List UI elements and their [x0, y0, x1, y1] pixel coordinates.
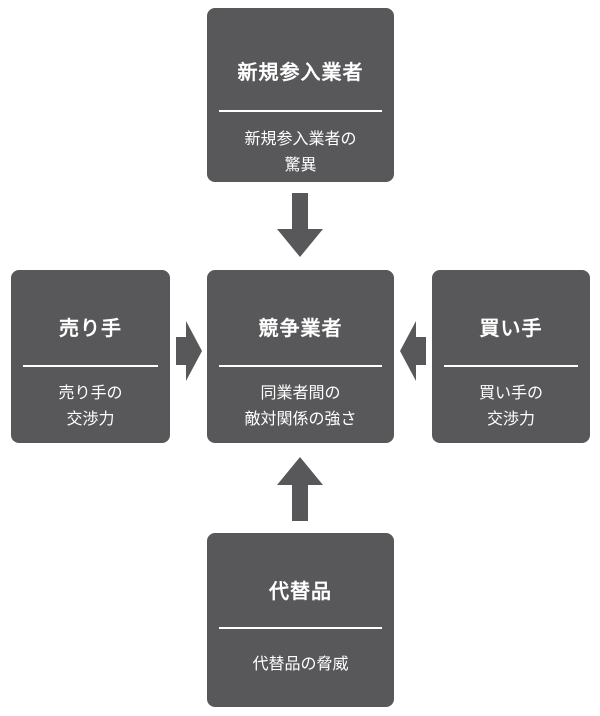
competitors-description-line-1: 同業者間の [260, 383, 341, 402]
arrow-left-icon [400, 321, 426, 381]
buyers-description-line-2: 交渉力 [486, 409, 535, 428]
substitutes-divider [219, 627, 382, 629]
suppliers-divider [23, 365, 158, 367]
new-entrants-description: 新規参入業者の 驚異 [207, 126, 394, 178]
competitors-title: 競争業者 [258, 316, 343, 340]
arrow-right-icon [176, 321, 202, 381]
new-entrants-box: 新規参入業者 新規参入業者の 驚異 [207, 8, 394, 182]
competitors-description: 同業者間の 敵対関係の強さ [207, 380, 394, 432]
buyers-description-line-1: 買い手の [478, 383, 543, 402]
suppliers-description-line-1: 売り手の [58, 383, 123, 402]
buyers-divider [444, 365, 578, 367]
competitors-box: 競争業者 同業者間の 敵対関係の強さ [207, 270, 394, 443]
competitors-description-line-2: 敵対関係の強さ [244, 409, 357, 428]
substitutes-box: 代替品 代替品の脅威 [207, 533, 394, 707]
new-entrants-title: 新規参入業者 [237, 60, 364, 84]
new-entrants-divider [219, 110, 382, 112]
buyers-title: 買い手 [479, 316, 543, 340]
competitors-divider [219, 365, 382, 367]
substitutes-description: 代替品の脅威 [207, 651, 394, 677]
new-entrants-description-line-2: 驚異 [284, 155, 317, 174]
arrow-up-icon [277, 457, 323, 521]
suppliers-box: 売り手 売り手の 交渉力 [11, 270, 170, 443]
substitutes-title: 代替品 [269, 579, 332, 603]
buyers-description: 買い手の 交渉力 [432, 380, 590, 432]
buyers-box: 買い手 買い手の 交渉力 [432, 270, 590, 443]
suppliers-title: 売り手 [59, 316, 122, 340]
arrow-down-icon [277, 193, 323, 257]
new-entrants-description-line-1: 新規参入業者の [244, 129, 357, 148]
suppliers-description-line-2: 交渉力 [66, 409, 115, 428]
substitutes-description-line-1: 代替品の脅威 [252, 654, 349, 673]
suppliers-description: 売り手の 交渉力 [11, 380, 170, 432]
